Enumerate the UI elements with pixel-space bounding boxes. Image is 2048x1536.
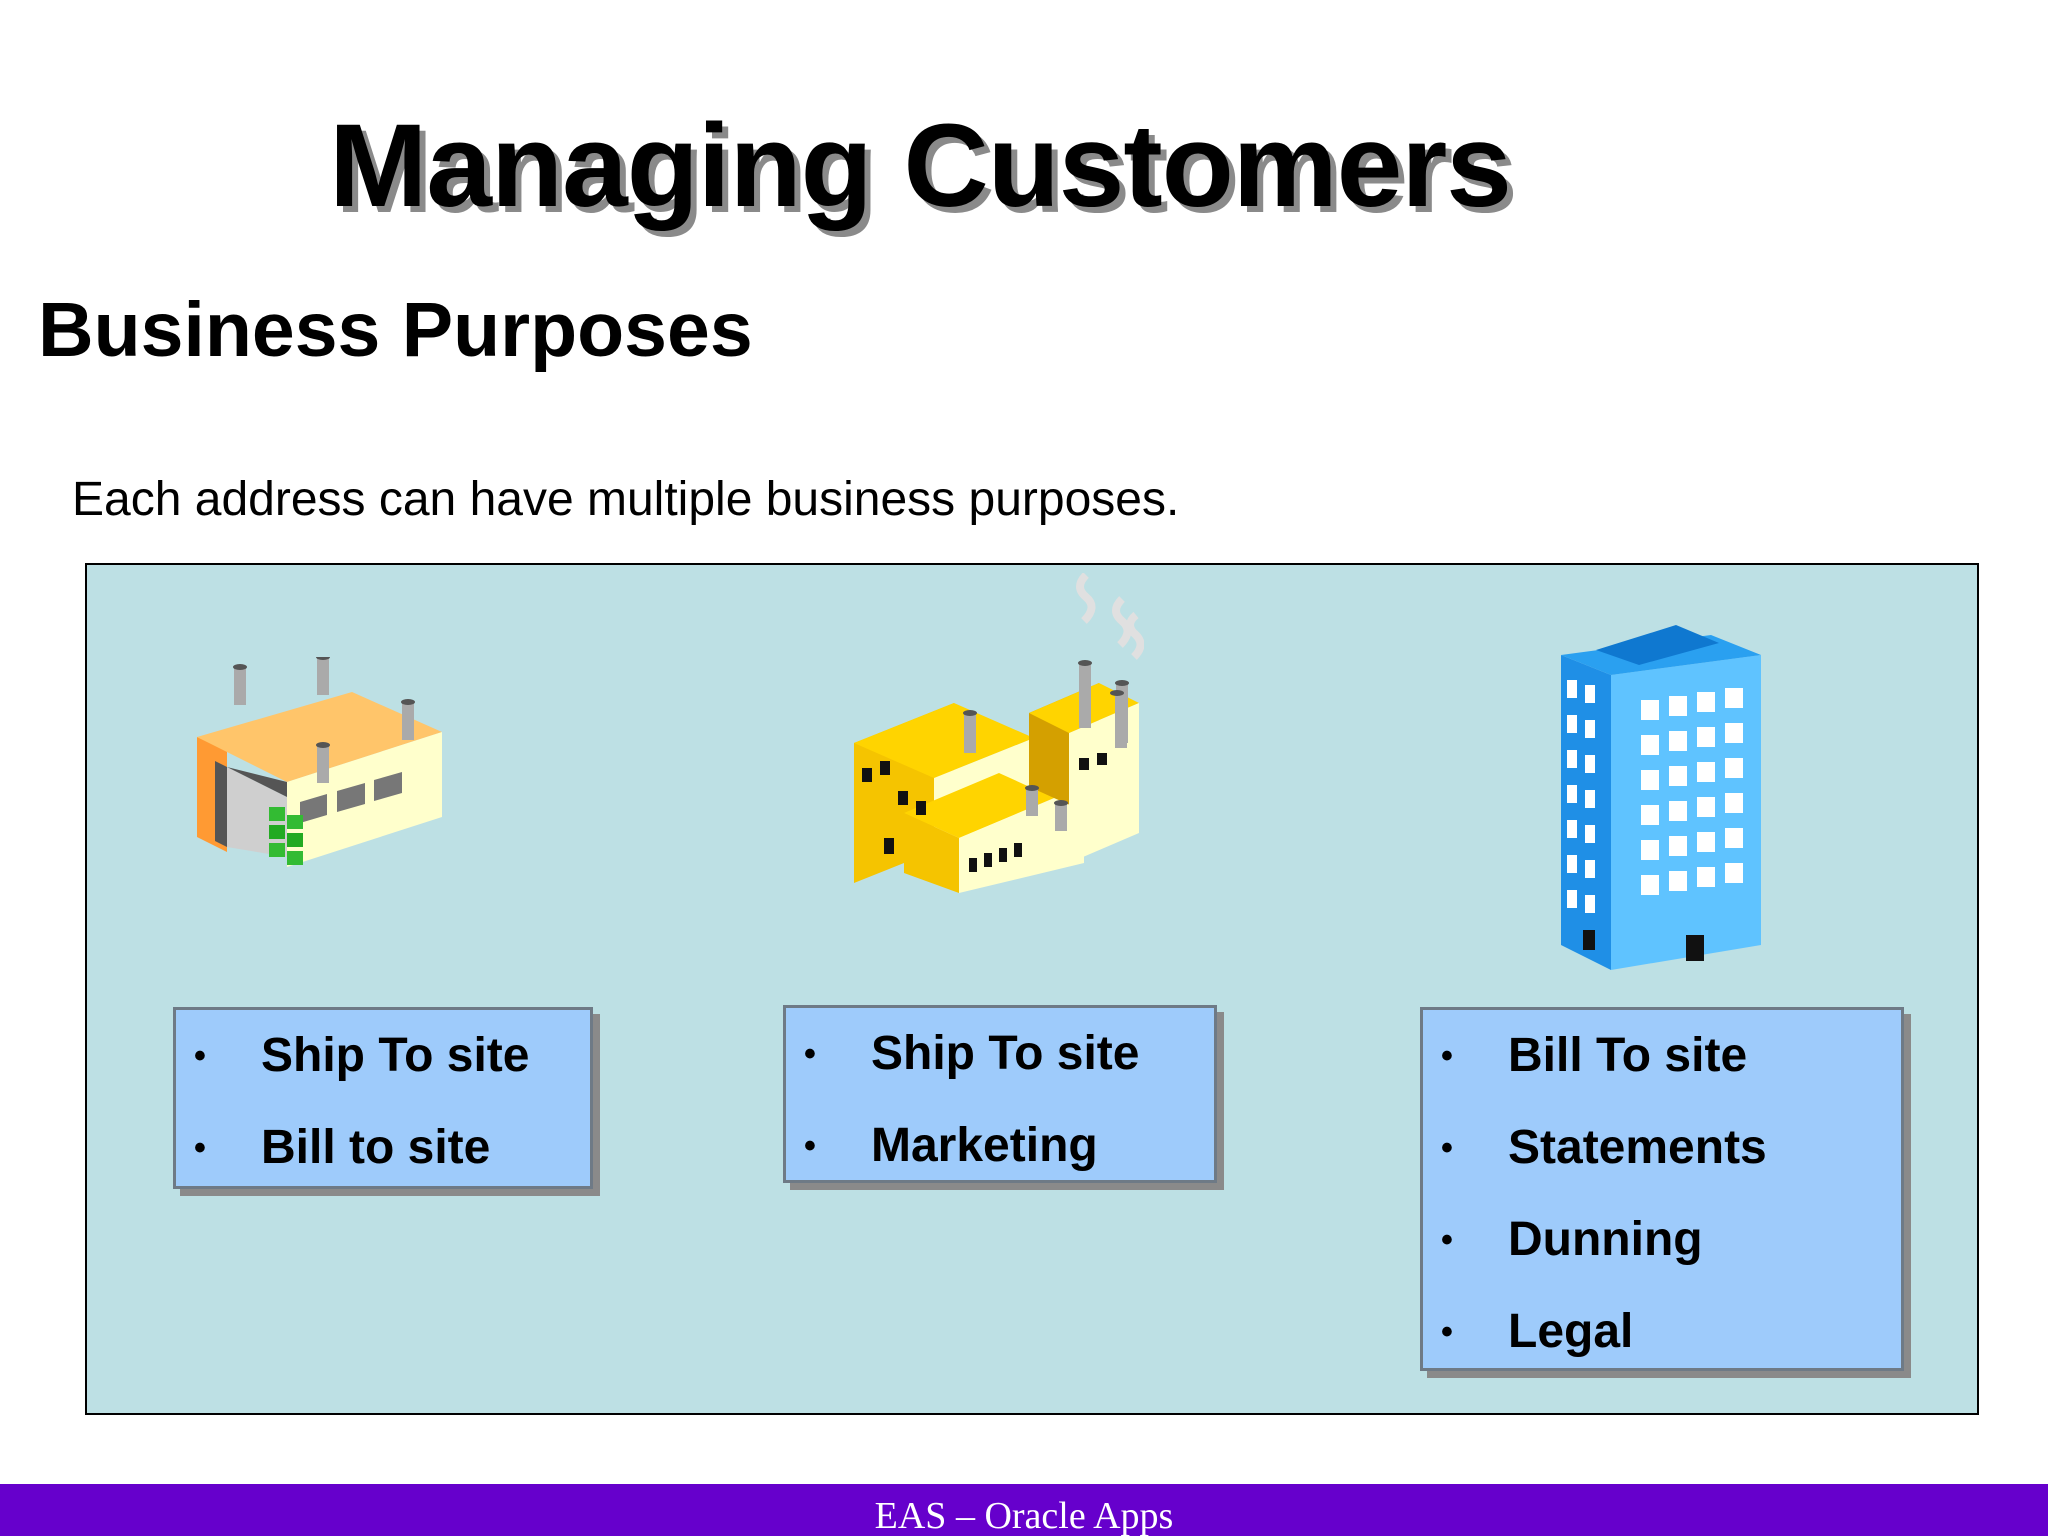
- purpose-label: Bill To site: [1508, 1029, 1748, 1082]
- purpose-label: Marketing: [871, 1119, 1098, 1172]
- footer-text: EAS – Oracle Apps: [874, 1495, 1174, 1536]
- purpose-label: Legal: [1508, 1305, 1634, 1358]
- purpose-item: • Dunning: [1423, 1194, 1901, 1286]
- purpose-label: Dunning: [1508, 1213, 1703, 1266]
- footer-bar: EAS – Oracle Apps: [0, 1484, 2048, 1536]
- purpose-label: Statements: [1508, 1121, 1767, 1174]
- intro-text: Each address can have multiple business …: [72, 473, 1180, 526]
- bullet: •: [194, 1037, 206, 1075]
- purpose-list: • Bill To site • Statements • Dunning • …: [1423, 1010, 1901, 1378]
- slide-title: Managing Customers: [329, 100, 1512, 232]
- purpose-label: Bill to site: [261, 1121, 491, 1174]
- purpose-list: • Ship To site • Marketing: [786, 1008, 1214, 1192]
- purpose-label: Ship To site: [261, 1029, 530, 1082]
- purpose-item: • Bill To site: [1423, 1010, 1901, 1102]
- purpose-label: Ship To site: [871, 1027, 1140, 1080]
- bullet: •: [1441, 1129, 1453, 1167]
- bullet: •: [1441, 1037, 1453, 1075]
- office-purposes-box: • Bill To site • Statements • Dunning • …: [1420, 1007, 1904, 1371]
- purpose-list: • Ship To site • Bill to site: [176, 1010, 590, 1194]
- bullet: •: [804, 1127, 816, 1165]
- factory-icon: [854, 573, 1144, 893]
- bullet: •: [1441, 1313, 1453, 1351]
- purpose-item: • Bill to site: [176, 1102, 590, 1194]
- bullet: •: [194, 1129, 206, 1167]
- bullet: •: [804, 1035, 816, 1073]
- bullet: •: [1441, 1221, 1453, 1259]
- slide-subtitle: Business Purposes: [38, 287, 753, 373]
- illustration-panel: • Ship To site • Bill to site • Ship To …: [85, 563, 1979, 1415]
- warehouse-icon: [197, 657, 442, 867]
- purpose-item: • Marketing: [786, 1100, 1214, 1192]
- purpose-item: • Ship To site: [176, 1010, 590, 1102]
- warehouse-purposes-box: • Ship To site • Bill to site: [173, 1007, 593, 1189]
- purpose-item: • Ship To site: [786, 1008, 1214, 1100]
- purpose-item: • Legal: [1423, 1286, 1901, 1378]
- office-building-icon: [1561, 625, 1761, 970]
- purpose-item: • Statements: [1423, 1102, 1901, 1194]
- factory-purposes-box: • Ship To site • Marketing: [783, 1005, 1217, 1183]
